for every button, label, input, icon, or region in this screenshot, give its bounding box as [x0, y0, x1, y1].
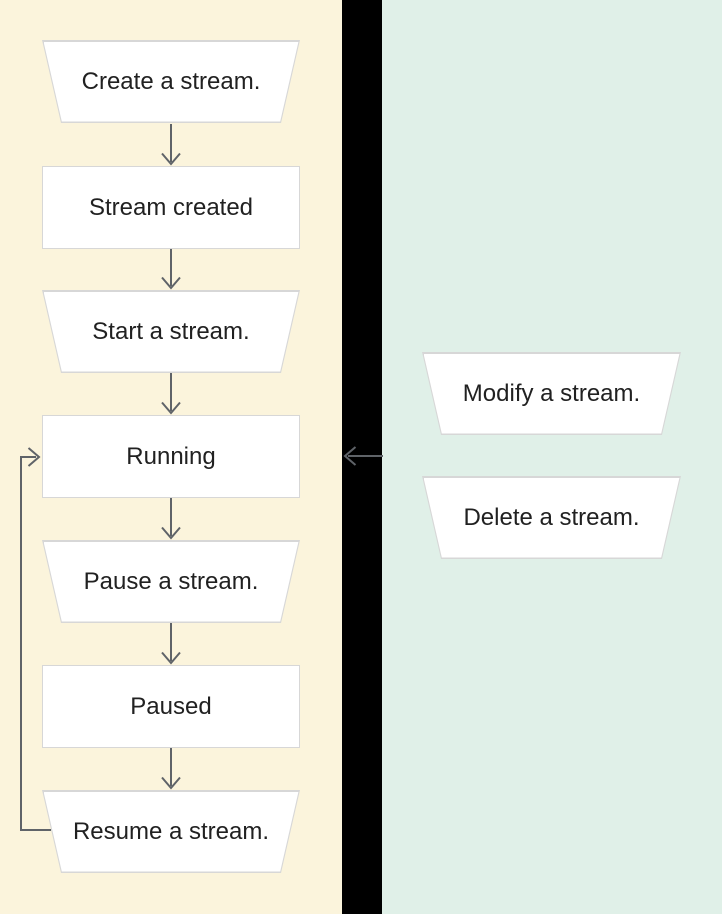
panel-divider: [342, 0, 382, 914]
node-delete-a-stream: Delete a stream.: [422, 476, 681, 559]
node-label: Resume a stream.: [72, 817, 270, 845]
node-start-a-stream: Start a stream.: [42, 290, 300, 373]
right-panel-side-actions: [382, 0, 722, 914]
node-running: Running: [42, 415, 300, 498]
node-label: Paused: [130, 692, 212, 720]
node-label: Modify a stream.: [462, 379, 641, 407]
node-paused: Paused: [42, 665, 300, 748]
node-pause-a-stream: Pause a stream.: [42, 540, 300, 623]
node-label: Stream created: [88, 193, 254, 221]
node-label: Start a stream.: [92, 317, 250, 345]
node-label: Create a stream.: [81, 67, 261, 95]
node-resume-a-stream: Resume a stream.: [42, 790, 300, 873]
node-modify-a-stream: Modify a stream.: [422, 352, 681, 435]
node-create-a-stream: Create a stream.: [42, 40, 300, 123]
node-label: Delete a stream.: [463, 503, 640, 531]
node-label: Pause a stream.: [83, 567, 259, 595]
node-label: Running: [126, 442, 216, 470]
node-stream-created: Stream created: [42, 166, 300, 249]
